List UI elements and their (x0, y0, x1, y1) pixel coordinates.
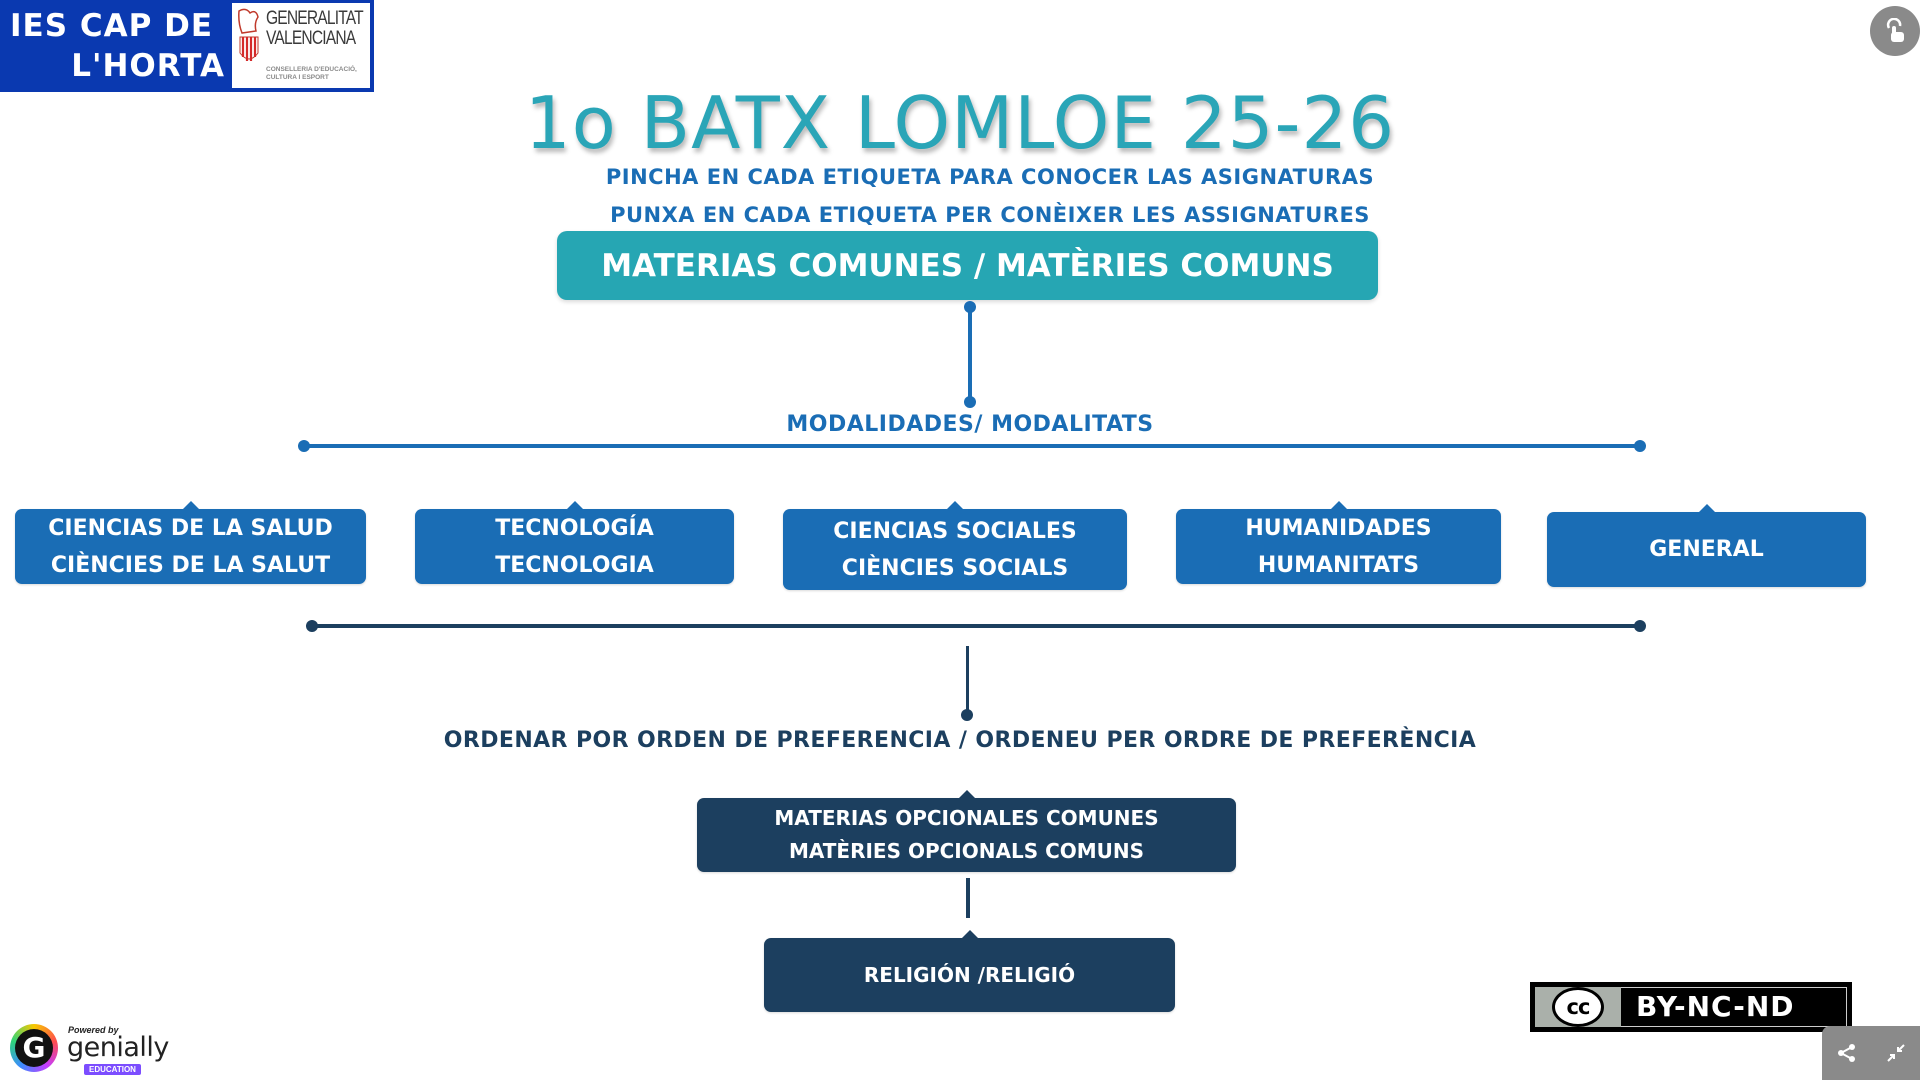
gva-department: CONSELLERIA D'EDUCACIÓ, CULTURA I ESPORT (266, 66, 357, 82)
powered-by-text: Powered by (68, 1025, 119, 1035)
viewer-controls (1822, 1026, 1920, 1080)
religion-button[interactable]: RELIGIÓN /RELIGIÓ (764, 930, 1175, 1012)
gva-line3: CONSELLERIA D'EDUCACIÓ, (266, 66, 357, 73)
religion-label: RELIGIÓN /RELIGIÓ (863, 962, 1076, 987)
genially-logo-icon: G (10, 1024, 58, 1072)
connector-dot (961, 709, 973, 721)
connector-dot (964, 396, 976, 408)
modalities-label: MODALIDADES/ MODALITATS (786, 412, 1154, 437)
modality-ciencias-sociales[interactable]: CIENCIAS SOCIALES CIÈNCIES SOCIALS (783, 501, 1127, 590)
gva-line2: VALENCIANA (266, 28, 356, 49)
generalitat-logo: GENERALITAT VALENCIANA CONSELLERIA D'EDU… (232, 3, 370, 88)
collapse-icon (1886, 1044, 1905, 1062)
genially-brand-text: genially (67, 1032, 169, 1063)
modality-ciencias-salud[interactable]: CIENCIAS DE LA SALUD CIÈNCIES DE LA SALU… (15, 501, 366, 584)
optional-label-es: MATERIAS OPCIONALES COMUNES (774, 806, 1159, 830)
school-name: IES CAP DE L'HORTA (10, 6, 225, 86)
modality-humanidades[interactable]: HUMANIDADES HUMANITATS (1176, 501, 1501, 584)
modality-label-es: CIENCIAS SOCIALES (833, 518, 1077, 544)
line-endpoint-dot (1634, 440, 1646, 452)
generalitat-shield-icon (238, 8, 259, 61)
cc-license-badge[interactable]: cc BY-NC-ND (1530, 982, 1852, 1032)
modality-label-va: HUMANITATS (1257, 552, 1420, 578)
modalities-top-line (304, 444, 1640, 448)
creative-commons-icon: cc (1552, 987, 1604, 1027)
order-instruction-label: ORDENAR POR ORDEN DE PREFERENCIA / ORDEN… (443, 728, 1477, 753)
school-name-line2: L'HORTA (71, 48, 225, 84)
modality-label-es: CIENCIAS DE LA SALUD (48, 515, 333, 541)
gva-name: GENERALITAT VALENCIANA (266, 8, 364, 49)
optional-label-va: MATÈRIES OPCIONALS COMUNS (788, 839, 1145, 863)
common-subjects-button[interactable]: MATERIAS COMUNES / MATÈRIES COMUNS (557, 231, 1378, 300)
education-badge: EDUCATION (84, 1064, 141, 1075)
share-button[interactable] (1837, 1043, 1857, 1063)
gva-line1: GENERALITAT (266, 8, 364, 29)
share-icon (1837, 1044, 1855, 1062)
modality-tecnologia[interactable]: TECNOLOGÍA TECNOLOGIA (415, 501, 734, 584)
modality-label-va: CIÈNCIES DE LA SALUT (50, 552, 331, 578)
hand-pointer-icon (1886, 18, 1904, 42)
connector-line (966, 646, 969, 714)
gva-line4: CULTURA I ESPORT (266, 74, 329, 81)
modality-general[interactable]: GENERAL (1547, 504, 1866, 587)
school-name-line1: IES CAP DE (10, 8, 213, 44)
modalities-bottom-line (312, 624, 1640, 628)
optional-common-subjects-button[interactable]: MATERIAS OPCIONALES COMUNES MATÈRIES OPC… (697, 790, 1236, 872)
modality-label-va: TECNOLOGIA (495, 552, 654, 578)
connector-line (968, 305, 972, 400)
page-title: 1o BATX LOMLOE 25-26 (524, 81, 1396, 165)
genially-branding[interactable]: G Powered by genially EDUCATION (10, 1022, 169, 1076)
line-endpoint-dot (1634, 620, 1646, 632)
exit-fullscreen-button[interactable] (1886, 1043, 1906, 1063)
modality-label-es: TECNOLOGÍA (495, 515, 654, 541)
modality-label-es: GENERAL (1649, 537, 1764, 562)
modality-label-va: CIÈNCIES SOCIALS (841, 555, 1069, 581)
connector-line (966, 878, 970, 918)
interactivity-button[interactable] (1870, 6, 1920, 56)
subtitle-spanish: PINCHA EN CADA ETIQUETA PARA CONOCER LAS… (605, 165, 1375, 189)
license-text: BY-NC-ND (1636, 990, 1795, 1023)
subtitle-valencian: PUNXA EN CADA ETIQUETA PER CONÈIXER LES … (610, 203, 1370, 227)
modality-label-es: HUMANIDADES (1245, 515, 1432, 541)
